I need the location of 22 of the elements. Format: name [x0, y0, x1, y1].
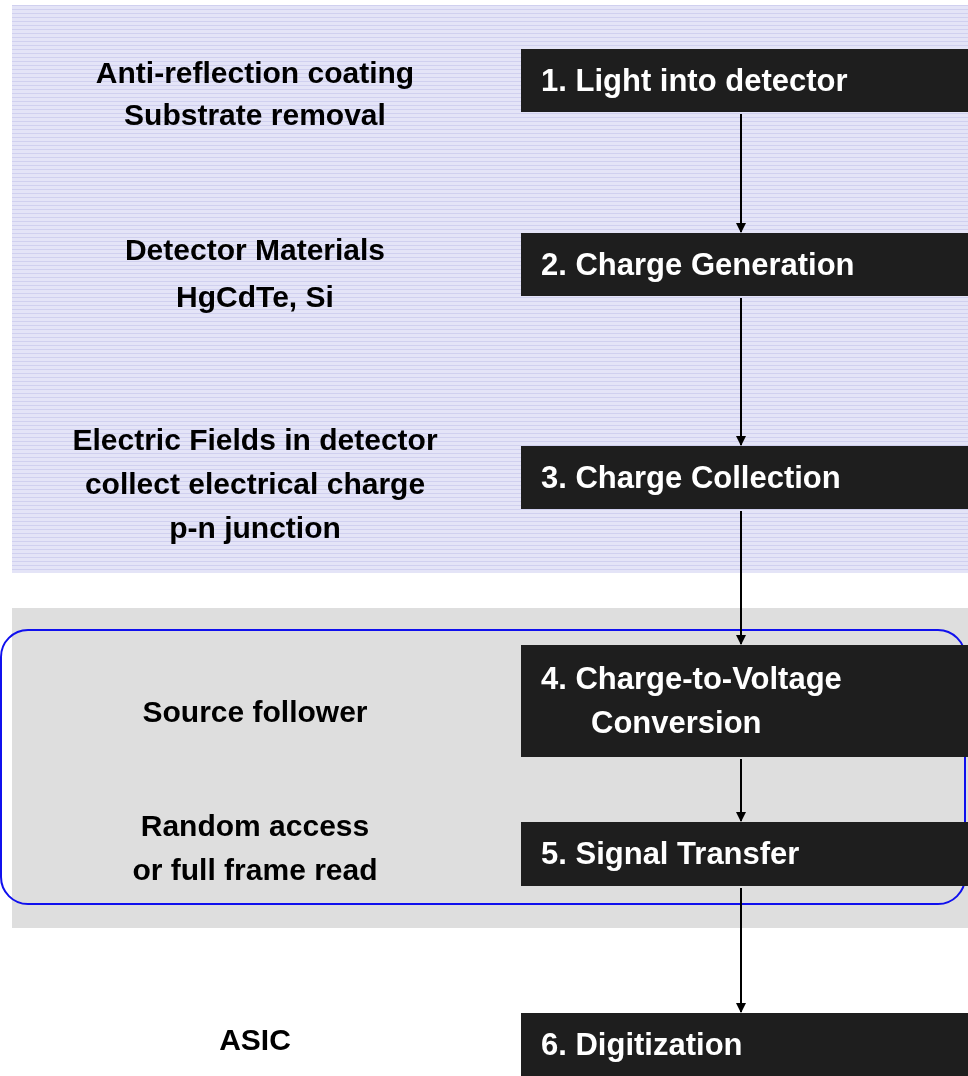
annotation-text: Detector Materials [124, 232, 386, 268]
arrow [736, 758, 746, 822]
annotation-text: Source follower [142, 694, 368, 730]
process-box: 6. Digitization [521, 1013, 968, 1076]
arrow [736, 887, 746, 1013]
annotation-text: p-n junction [169, 510, 341, 546]
process-box: 3. Charge Collection [521, 446, 968, 509]
process-box: 2. Charge Generation [521, 233, 968, 296]
arrow [736, 113, 746, 233]
process-box: 5. Signal Transfer [521, 822, 968, 886]
annotation-text: Anti-reflection coating [95, 55, 415, 91]
annotation-text: Random access [140, 808, 370, 844]
process-box: 1. Light into detector [521, 49, 968, 112]
annotation-text: or full frame read [132, 852, 378, 888]
annotation-text: HgCdTe, Si [176, 279, 334, 315]
arrow [736, 297, 746, 446]
annotation-text: collect electrical charge [84, 466, 426, 502]
process-box: 4. Charge-to-Voltage Conversion [521, 645, 968, 757]
annotation-text: Electric Fields in detector [72, 422, 438, 458]
arrow [736, 510, 746, 645]
annotation-text: Substrate removal [124, 97, 386, 133]
annotation-text: ASIC [219, 1022, 291, 1058]
